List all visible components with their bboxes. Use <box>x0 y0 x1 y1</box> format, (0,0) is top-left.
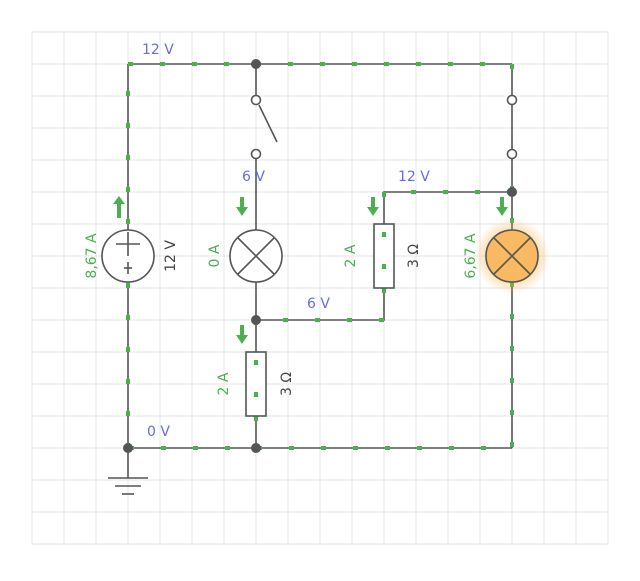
lamp1-current: 0 A <box>207 244 223 267</box>
resistor1-current: 2 A <box>343 244 359 267</box>
voltage-mid: 6 V <box>307 296 330 312</box>
resistor1-value: 3 Ω <box>406 244 422 268</box>
resistor2-current-arrow <box>236 325 248 344</box>
resistor-flow <box>254 224 386 416</box>
resistor-1[interactable] <box>373 223 395 289</box>
switch-closed[interactable] <box>506 94 518 160</box>
resistor2-current: 2 A <box>216 372 232 395</box>
junctions <box>123 59 517 453</box>
lamp2-current-arrow <box>496 197 508 216</box>
switch-open[interactable] <box>250 94 278 160</box>
voltage-lamp1: 6 V <box>242 169 265 185</box>
lamp2-current: 6,67 A <box>463 233 479 279</box>
battery-voltage: 12 V <box>163 240 179 272</box>
battery[interactable] <box>101 229 155 283</box>
battery-current: 8,67 A <box>84 233 100 279</box>
resistor2-value: 3 Ω <box>279 372 295 396</box>
voltage-right: 12 V <box>398 169 430 185</box>
resistor-2[interactable] <box>245 351 267 417</box>
resistor1-current-arrow <box>367 197 379 216</box>
lamp1-current-arrow <box>236 197 248 216</box>
voltage-top: 12 V <box>142 42 174 58</box>
voltage-ground: 0 V <box>147 424 170 440</box>
lamp-on[interactable] <box>474 218 550 294</box>
battery-current-arrow <box>113 196 125 218</box>
labels: 12 V 6 V 6 V 12 V 0 V 8,67 A 12 V 0 A 6,… <box>84 42 479 440</box>
lamp-off[interactable] <box>229 229 283 283</box>
